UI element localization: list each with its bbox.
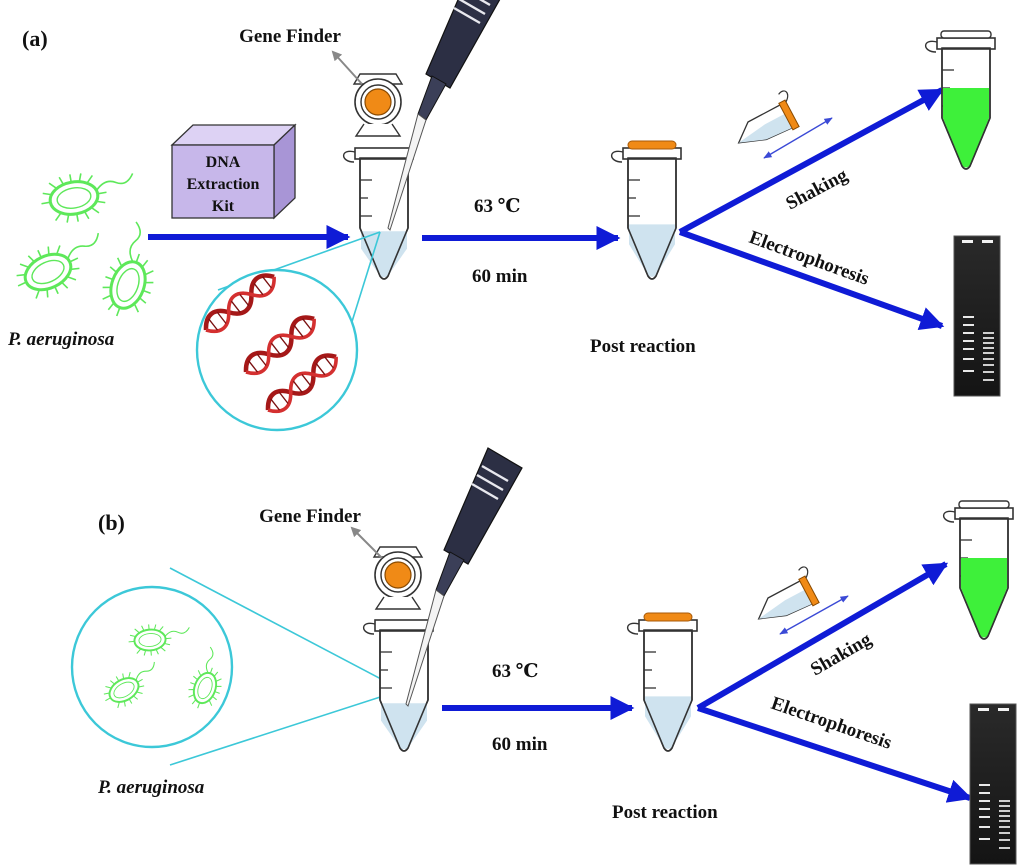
shake-motion-arrow-a — [763, 117, 833, 159]
organism-label-b: P. aeruginosa — [97, 777, 205, 798]
arrow-electrophoresis-a — [678, 229, 945, 331]
shake-motion-arrow-b — [779, 595, 849, 635]
panel-b: (b) P. aeruginosa Gene Finder 63 ℃ 60 mi… — [70, 446, 1017, 865]
arrow-electrophoresis-b — [697, 705, 973, 803]
gel-image-b — [969, 703, 1017, 865]
arrow-shaking-a — [678, 87, 945, 235]
electrophoresis-label-b: Electrophoresis — [768, 693, 894, 754]
panel-a-letter: (a) — [22, 26, 48, 51]
positive-tube-b — [942, 500, 1014, 640]
shaking-tube-icon-a — [726, 88, 805, 156]
bacteria-group-a — [6, 162, 174, 326]
temperature-label-b: 63 ℃ — [492, 661, 539, 682]
bacteria-magnifier — [70, 567, 403, 766]
post-reaction-tube-a — [610, 140, 682, 280]
gel-image-a — [953, 235, 1001, 397]
post-reaction-label-b: Post reaction — [612, 802, 718, 823]
panel-b-letter: (b) — [98, 510, 125, 535]
shaking-tube-icon-b — [746, 564, 825, 632]
kit-label-line2: Extraction — [187, 176, 260, 193]
reaction-tube-b — [362, 619, 434, 752]
post-reaction-tube-b — [626, 612, 698, 752]
gene-finder-label-b: Gene Finder — [259, 506, 361, 527]
time-label-b: 60 min — [492, 734, 548, 755]
panel-a: (a) P. aeruginosa DNA Extraction Kit Gen… — [6, 0, 1001, 432]
gene-finder-pointer-a — [331, 50, 363, 85]
post-reaction-label-a: Post reaction — [590, 336, 696, 357]
arrow-shaking-b — [696, 561, 949, 711]
gene-finder-label-a: Gene Finder — [239, 26, 341, 47]
time-label-a: 60 min — [472, 266, 528, 287]
gene-finder-pointer-b — [350, 526, 383, 559]
dna-magnifier — [195, 231, 381, 432]
dna-extraction-kit: DNA Extraction Kit — [170, 123, 297, 220]
organism-label-a: P. aeruginosa — [7, 329, 115, 350]
kit-label-line3: Kit — [212, 198, 235, 215]
reaction-tube-a — [342, 147, 414, 280]
positive-tube-a — [924, 30, 996, 170]
temperature-label-a: 63 ℃ — [474, 196, 521, 217]
kit-label-line1: DNA — [206, 154, 241, 171]
